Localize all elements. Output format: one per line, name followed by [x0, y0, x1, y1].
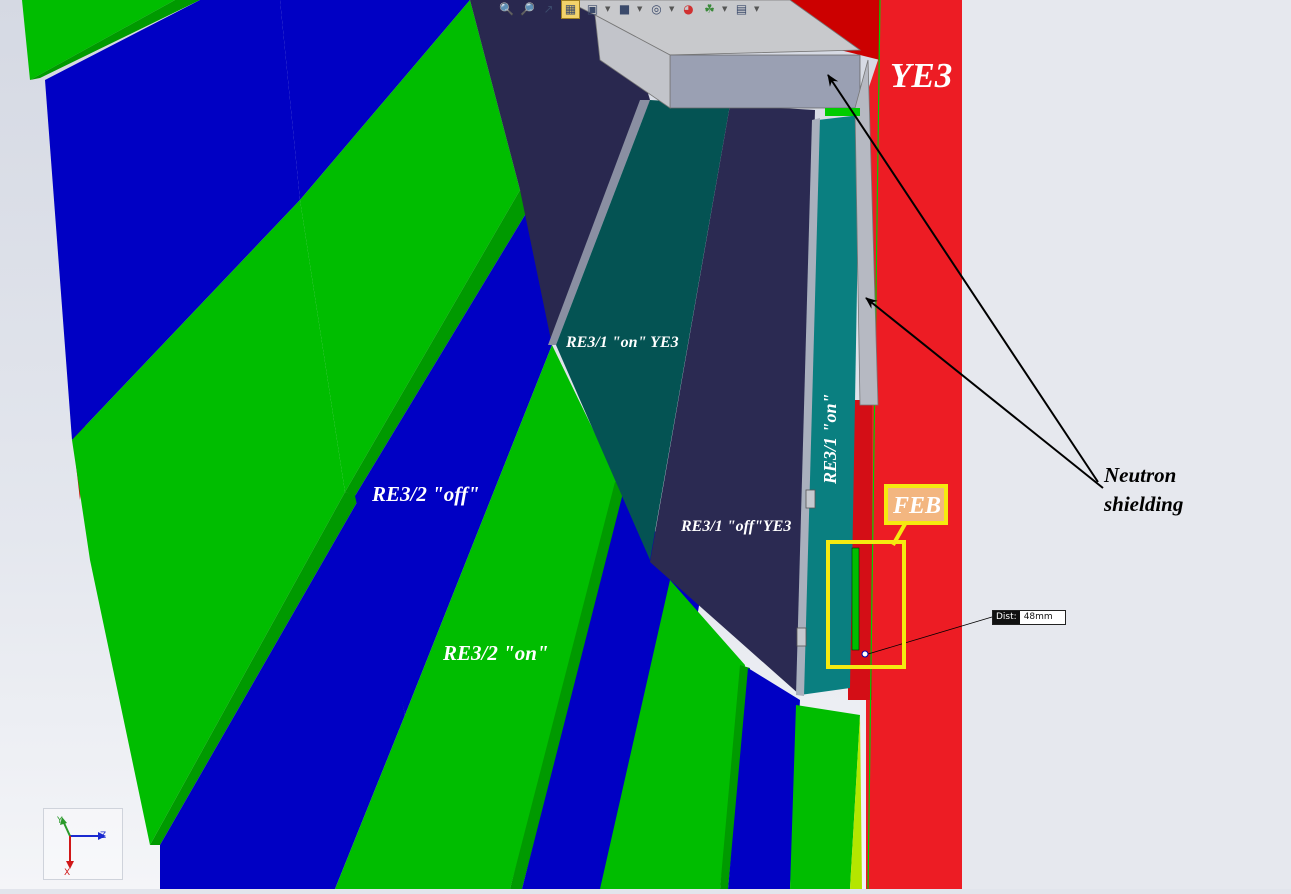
scene-icon[interactable]: ☘	[704, 2, 715, 16]
zoom-to-fit-icon[interactable]: 🔍	[499, 2, 514, 16]
neutron-label-line2: shielding	[1103, 492, 1183, 516]
re31-on-label: RE3/1 "on"	[820, 393, 840, 485]
view-toolbar: 🔍 🔎 ↗ ▦ ▣ ▼ ■ ▼ ◎ ▼ ◕ ☘ ▼ ▤ ▼	[498, 0, 798, 19]
blue-panel-lower-right	[728, 668, 800, 889]
shielding-box-side	[594, 14, 671, 109]
triad-x-label: X	[64, 868, 70, 878]
section-view-icon[interactable]: ▦	[561, 0, 580, 19]
viewport-background-right	[960, 0, 1291, 889]
navy-chamber-re31-off-ye3	[650, 105, 815, 695]
feb-green-strip	[851, 547, 860, 651]
green-panel-lower-right	[600, 580, 745, 889]
feb-label-box	[884, 484, 948, 525]
triad-axes-icon: Y Z X	[56, 816, 106, 878]
green-panel-re32-on-edge	[510, 482, 628, 889]
chevron-down-icon[interactable]: ▼	[669, 5, 675, 13]
blue-panel-lower-left	[160, 497, 405, 889]
chamber-bracket-upper	[805, 489, 816, 509]
hide-show-icon[interactable]: ◎	[651, 2, 662, 16]
ye3-label: YE3	[890, 56, 952, 95]
neutron-arrow-lower	[865, 297, 1104, 489]
triad-y-label: Y	[56, 816, 63, 826]
previous-view-icon[interactable]: ↗	[543, 2, 554, 16]
gray-chamber-edge	[548, 100, 650, 345]
distance-measurement-box: Dist: 48mm	[992, 610, 1066, 625]
shielding-box-top	[564, 0, 862, 56]
yellow-green-strip	[850, 715, 862, 889]
chevron-down-icon[interactable]: ▼	[754, 5, 760, 13]
re32-on-label: RE3/2 "on"	[442, 641, 549, 665]
green-panel-top-left-edge	[30, 0, 200, 80]
re31-on-ye3-label: RE3/1 "on" YE3	[565, 334, 679, 351]
ye3-dark-red-top	[790, 0, 880, 60]
green-panel-left-edge	[150, 492, 360, 845]
coordinate-triad: Y Z X	[43, 808, 123, 880]
neutron-arrow-upper	[827, 74, 1099, 483]
blue-panel-upper-mid	[280, 0, 470, 200]
re32-off-label: RE3/2 "off"	[371, 482, 480, 506]
green-panel-upper-mid	[300, 0, 520, 492]
re31-off-ye3-label: RE3/1 "off"YE3	[680, 518, 791, 535]
view-orientation-icon[interactable]: ▣	[586, 2, 599, 16]
green-strip-top	[825, 108, 860, 116]
view-settings-icon[interactable]: ▤	[735, 2, 748, 16]
cyan-chamber-edge	[796, 118, 820, 696]
chevron-down-icon[interactable]: ▼	[637, 5, 643, 13]
green-panel-upper-mid-edge	[345, 190, 528, 496]
feb-label: FEB	[892, 493, 941, 519]
green-panel-top-left	[22, 0, 175, 80]
display-style-icon[interactable]: ■	[618, 2, 631, 16]
green-panel-left	[72, 200, 345, 845]
blue-panel-re32-off	[355, 210, 552, 715]
chevron-down-icon[interactable]: ▼	[605, 5, 611, 13]
dist-point	[861, 650, 869, 658]
chamber-bracket-lower	[796, 627, 807, 647]
teal-chamber-re31-on-ye3	[556, 100, 730, 560]
green-panel-bottom-right	[790, 705, 860, 889]
green-panel-lower-right-edge	[720, 665, 750, 889]
distance-label: Dist:	[993, 611, 1020, 624]
distance-value: 48mm	[1023, 612, 1053, 622]
appearance-icon[interactable]: ◕	[683, 2, 694, 16]
neutron-label-line1: Neutron	[1103, 463, 1176, 487]
shielding-plate-vertical	[854, 59, 879, 406]
dist-leader-line	[867, 616, 993, 655]
zoom-area-icon[interactable]: 🔎	[520, 2, 535, 16]
blue-panel-upper-left	[45, 0, 300, 440]
chevron-down-icon[interactable]: ▼	[722, 5, 728, 13]
navy-chamber-upper	[470, 0, 650, 345]
green-panel-re32-on	[335, 345, 620, 889]
triad-z-label: Z	[100, 831, 106, 841]
feb-highlight-box	[826, 540, 906, 669]
ye3-green-edge-line	[867, 0, 881, 890]
feb-callout-line	[891, 523, 907, 546]
